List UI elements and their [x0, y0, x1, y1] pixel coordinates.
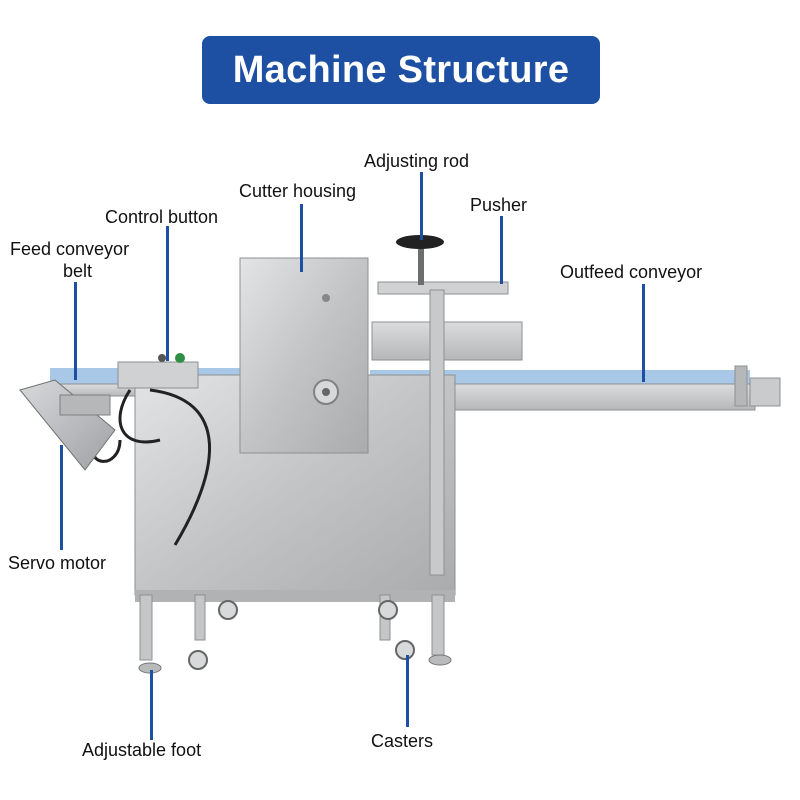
title-banner: Machine Structure [202, 36, 600, 104]
leader-feed-conveyor [74, 282, 77, 380]
leader-adjusting-rod [420, 172, 423, 240]
label-adjustable-foot: Adjustable foot [82, 740, 202, 760]
pusher-assembly [371, 235, 523, 576]
label-servo-motor: Servo motor [8, 553, 107, 573]
label-adjusting-rod: Adjusting rod [364, 151, 470, 171]
label-control-button: Control button [105, 207, 219, 227]
label-cutter-housing: Cutter housing [239, 181, 357, 201]
label-feed-conveyor-line1: Feed conveyor [10, 239, 130, 259]
leader-cutter-housing [300, 204, 303, 272]
leader-pusher [500, 216, 503, 284]
casters [188, 600, 415, 670]
leader-casters [406, 655, 409, 727]
control-box [90, 353, 211, 546]
adjustable-feet [138, 654, 452, 674]
servo-motor [19, 379, 116, 471]
leader-control-button [166, 226, 169, 361]
leader-servo-motor [60, 445, 63, 550]
label-outfeed-conveyor: Outfeed conveyor [560, 262, 703, 282]
label-feed-conveyor-line2: belt [63, 261, 93, 281]
label-pusher: Pusher [470, 195, 528, 215]
page-title: Machine Structure [232, 48, 570, 91]
cutter-housing [239, 257, 369, 454]
label-casters: Casters [371, 731, 434, 751]
leader-outfeed-conveyor [642, 284, 645, 382]
leader-adjustable-foot [150, 670, 153, 740]
